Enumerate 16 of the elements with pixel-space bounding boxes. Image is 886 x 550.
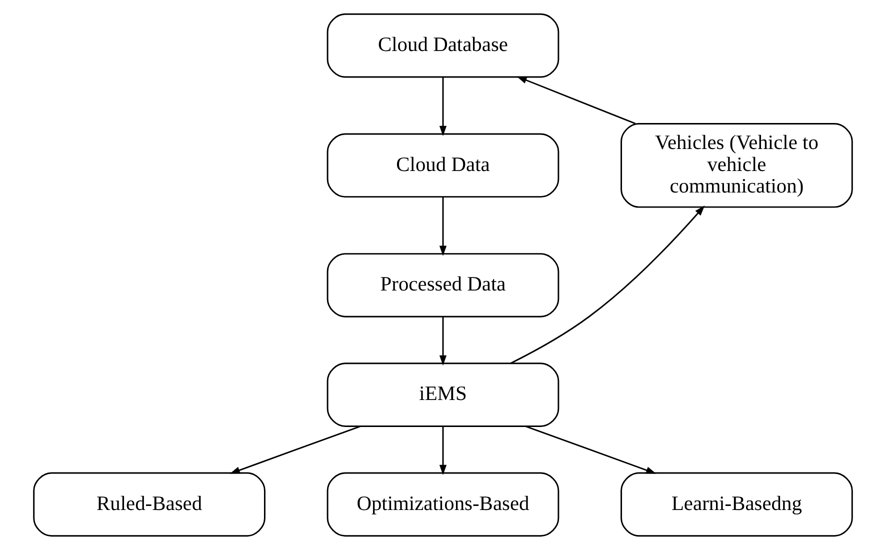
arrow — [439, 426, 447, 476]
arrow — [525, 426, 656, 474]
arrow — [516, 76, 636, 124]
node-box: Cloud Database — [326, 13, 560, 78]
node-box: Ruled-Based — [33, 472, 266, 537]
node-box: iEMS — [326, 362, 560, 427]
node-box: Processed Data — [326, 253, 560, 318]
arrow — [510, 206, 705, 364]
node-box: Learni-Basedng — [620, 472, 853, 537]
arrow — [439, 316, 447, 366]
node-box: Optimizations-Based — [326, 472, 560, 537]
arrow — [439, 196, 447, 256]
arrow — [230, 426, 361, 474]
arrow — [439, 77, 447, 136]
node-box: Cloud Data — [326, 133, 560, 198]
node-box: Vehicles (Vehicle to vehicle communication) — [620, 123, 853, 208]
